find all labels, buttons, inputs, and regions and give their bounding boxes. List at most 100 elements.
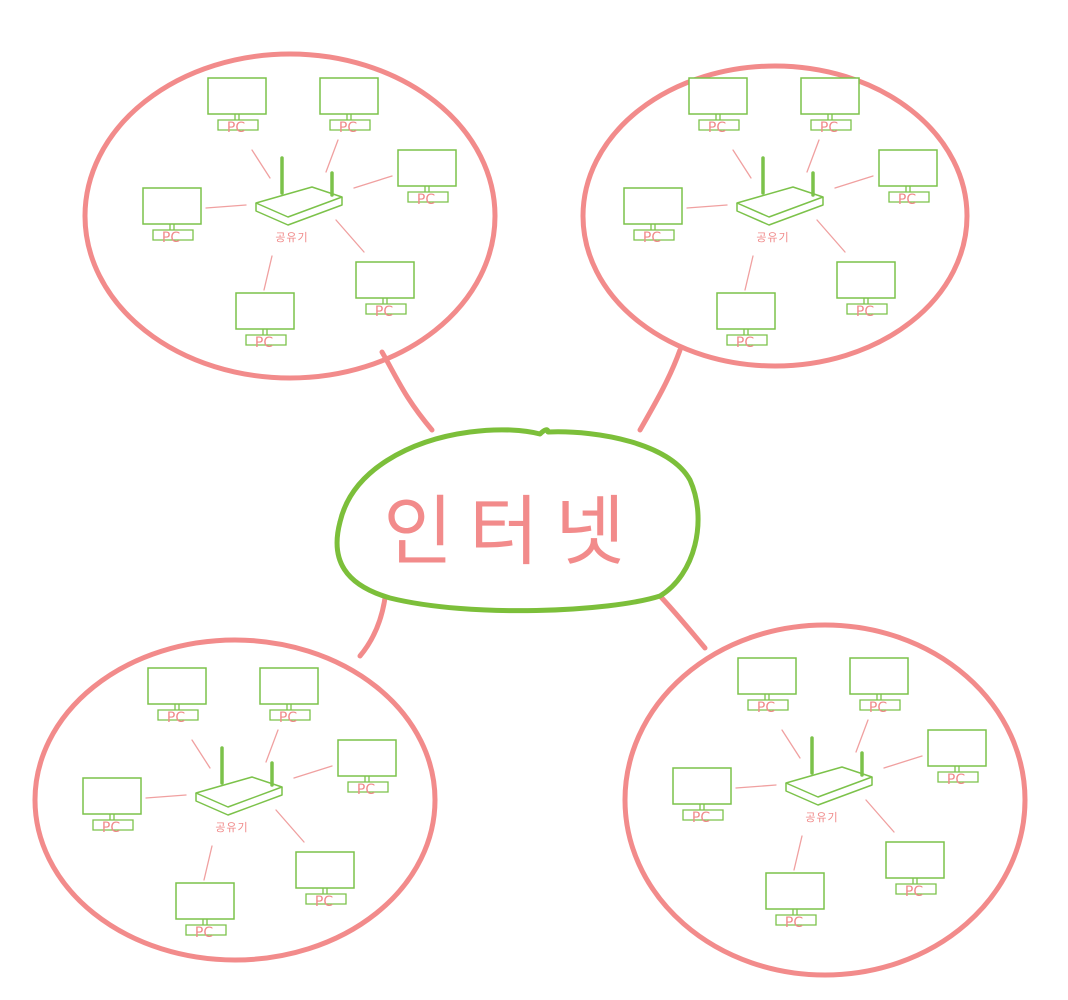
pc-link [793,835,803,871]
monitor-screen [355,261,415,299]
pc-link [865,799,895,833]
keyboard-base [633,229,675,241]
monitor-screen [397,149,457,187]
pc-link [335,219,365,253]
monitor-screen [175,882,235,920]
pc-label: PC [417,192,435,208]
monitor-screen [849,657,909,695]
pc-icon [737,657,797,711]
pc-label: PC [375,304,393,320]
pc-label: PC [736,335,754,351]
pc-icon [836,261,896,315]
link-bottom-right [657,593,708,651]
keyboard-base [217,119,259,131]
keyboard-base [775,914,817,926]
pc-link [781,729,801,759]
pc-icon [142,187,202,241]
keyboard-base [407,191,449,203]
pc-label: PC [785,915,803,931]
pc-icon [397,149,457,203]
router-icon [195,746,283,816]
pc-label: PC [195,925,213,941]
keyboard-base [269,709,311,721]
pc-label: PC [255,335,273,351]
network-boundary [32,637,438,963]
keyboard-base [157,709,199,721]
pc-icon [672,767,732,821]
monitor-screen [207,77,267,115]
router-label: 공유기 [805,811,838,824]
monitor-screen [147,667,207,705]
monitor-screen [82,777,142,815]
pc-label: PC [102,820,120,836]
pc-link [265,729,279,763]
router-body [785,777,873,806]
keyboard-base [810,119,852,131]
router-top [255,186,343,218]
keyboard-base [92,819,134,831]
monitor-screen [319,77,379,115]
keyboard-base [747,699,789,711]
pc-label: PC [708,120,726,136]
pc-label: PC [315,894,333,910]
router-top [195,776,283,808]
pc-icon [849,657,909,711]
link-top-left [379,349,435,433]
pc-link [744,255,754,291]
pc-link [686,204,728,209]
pc-label: PC [898,192,916,208]
network-boundary [622,622,1028,978]
pc-icon [765,872,825,926]
link-bottom-left [357,595,388,659]
keyboard-base [245,334,287,346]
pc-label: PC [279,710,297,726]
keyboard-base [846,303,888,315]
internet-label: 인터넷 [383,487,641,576]
monitor-screen [623,187,683,225]
monitor-screen [235,292,295,330]
pc-icon [885,841,945,895]
monitor-screen [737,657,797,695]
monitor-screen [716,292,776,330]
router-body [195,787,283,816]
pc-label: PC [757,700,775,716]
pc-label: PC [820,120,838,136]
pc-link [251,149,271,179]
pc-link [855,719,869,753]
pc-link [735,784,777,789]
link-top-right [637,347,683,433]
pc-link [816,219,846,253]
pc-label: PC [869,700,887,716]
pc-link [275,809,305,843]
monitor-screen [836,261,896,299]
pc-link [732,149,752,179]
router-label: 공유기 [756,231,789,244]
network-boundary [580,63,970,369]
monitor-screen [927,729,987,767]
pc-label: PC [947,772,965,788]
pc-label: PC [357,782,375,798]
router-icon [255,156,343,226]
pc-icon [295,851,355,905]
keyboard-base [152,229,194,241]
pc-label: PC [692,810,710,826]
pc-icon [688,77,748,131]
internet-node: 인터넷 [334,427,701,614]
router-label: 공유기 [275,231,308,244]
keyboard-base [888,191,930,203]
pc-link [145,794,187,799]
router-icon [785,736,873,806]
pc-label: PC [162,230,180,246]
keyboard-base [937,771,979,783]
keyboard-base [682,809,724,821]
pc-label: PC [227,120,245,136]
pc-icon [175,882,235,936]
pc-link [883,755,923,769]
monitor-screen [688,77,748,115]
monitor-screen [337,739,397,777]
pc-link [806,139,820,173]
keyboard-base [698,119,740,131]
router-top [785,766,873,798]
